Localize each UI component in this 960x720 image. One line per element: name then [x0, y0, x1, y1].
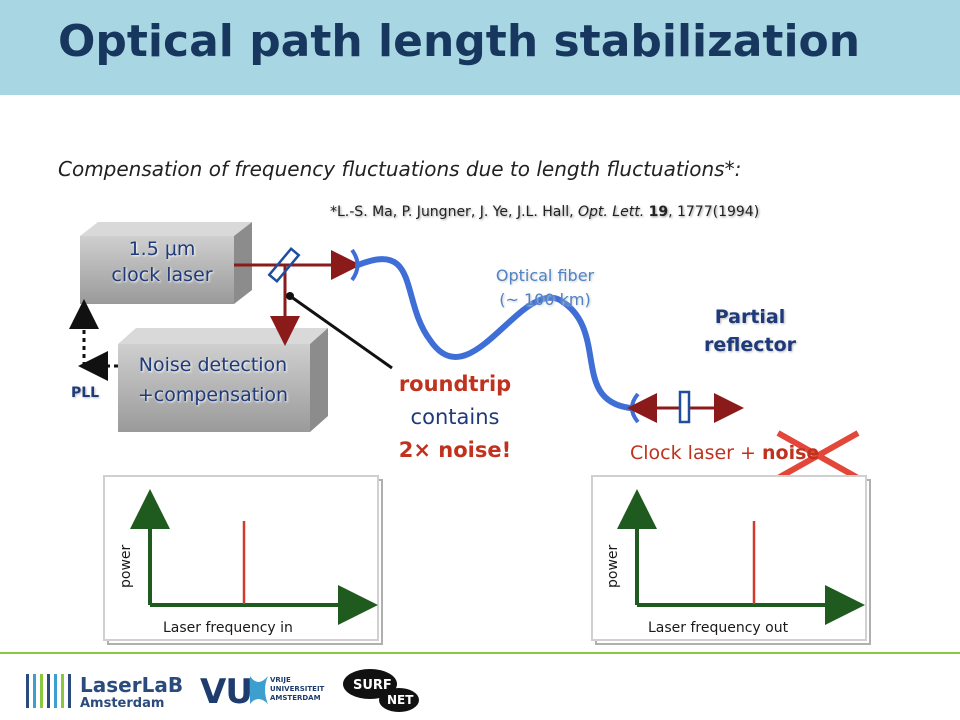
reference-journal: Opt. Lett. — [578, 204, 645, 220]
vu-logo-graphic — [250, 676, 268, 704]
plot-out-frame — [591, 475, 871, 645]
pll-label: PLL — [71, 385, 100, 401]
noise-cross-icon — [776, 430, 860, 481]
footer-divider — [0, 652, 960, 654]
plot-out-ylabel: power — [605, 544, 621, 588]
pll-feedback-arrows — [69, 299, 118, 381]
reflector-label-line2: reflector — [704, 334, 796, 356]
net-logo-text: NET — [387, 693, 414, 707]
noise-box-line1: Noise detection — [138, 354, 288, 376]
reference-pages-year: , 1777(1994) — [668, 204, 760, 220]
plot-out-xlabel: Laser frequency out — [648, 620, 789, 636]
vu-logo-subtext: VRIJE UNIVERSITEIT AMSTERDAM — [270, 676, 324, 703]
reflector-label-line1: Partial — [714, 306, 786, 328]
optical-fiber — [355, 256, 633, 411]
laserlab-logo-city: Amsterdam — [80, 696, 165, 711]
plot-in-xlabel: Laser frequency in — [163, 620, 293, 636]
roundtrip-pointer — [286, 292, 393, 370]
slide-title: Optical path length stabilization — [58, 16, 861, 67]
noise-box-line2: +compensation — [137, 384, 289, 406]
beam-splitter — [267, 247, 301, 283]
clock-noise-text: Clock laser + — [630, 442, 762, 464]
reflector-label: Partial reflector — [680, 303, 820, 359]
plot-in-ylabel: power — [118, 544, 134, 588]
reference-citation: *L.-S. Ma, P. Jungner, J. Ye, J.L. Hall,… — [330, 204, 759, 220]
laser-beam — [234, 250, 361, 346]
noise-box-label: Noise detection +compensation — [118, 350, 308, 410]
clock-noise-label: Clock laser + noise — [630, 442, 819, 464]
partial-reflector — [678, 390, 691, 424]
roundtrip-line3: 2× noise! — [398, 438, 512, 462]
laserlab-logo — [26, 674, 71, 708]
laser-box — [80, 222, 252, 304]
fiber-label-line1: Optical fiber — [495, 266, 595, 285]
roundtrip-line1: roundtrip — [398, 372, 512, 396]
laser-box-line2: clock laser — [111, 264, 213, 286]
vu-logo-sub2: UNIVERSITEIT — [270, 685, 325, 693]
surf-logo-text: SURF — [353, 678, 392, 693]
vu-logo-sub3: AMSTERDAM — [270, 694, 321, 702]
laser-box-line1: 1.5 μm — [128, 238, 196, 260]
slide-subtitle: Compensation of frequency fluctuations d… — [58, 157, 742, 181]
fiber-label-line2: (~ 100 km) — [499, 290, 591, 309]
reference-authors: *L.-S. Ma, P. Jungner, J. Ye, J.L. Hall, — [330, 204, 579, 220]
fiber-label: Optical fiber (~ 100 km) — [470, 264, 620, 312]
plot-in-frame — [103, 475, 383, 645]
vu-logo-sub1: VRIJE — [270, 676, 291, 684]
roundtrip-callout: roundtrip contains 2× noise! — [380, 368, 530, 467]
title-bar — [0, 0, 960, 95]
laser-box-label: 1.5 μm clock laser — [80, 236, 244, 288]
clock-noise-crossed: noise — [761, 442, 820, 464]
reference-volume: 19 — [648, 204, 669, 220]
laserlab-logo-text: LaserLaB — [80, 673, 184, 697]
vu-logo-text: VU — [200, 672, 253, 712]
roundtrip-line2: contains — [410, 405, 500, 429]
surfnet-logo — [343, 669, 419, 712]
